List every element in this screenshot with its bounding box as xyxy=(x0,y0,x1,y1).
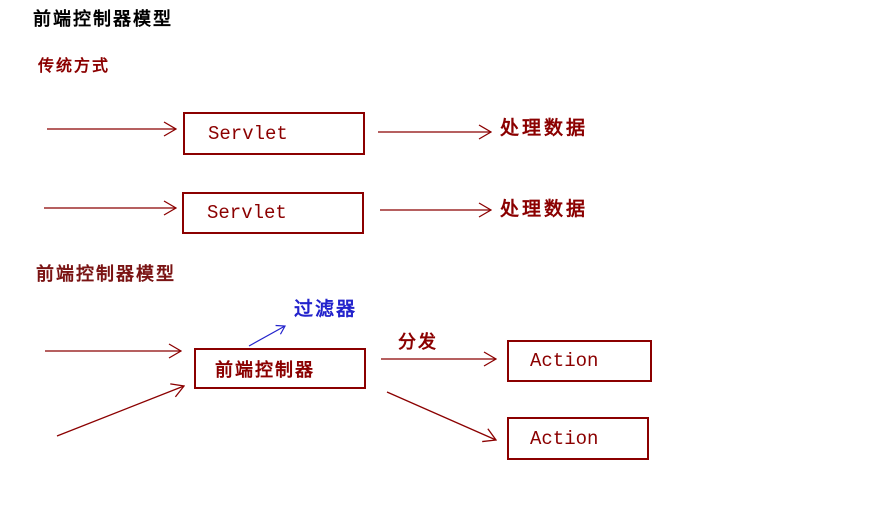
process-data-label-1: 处理数据 xyxy=(500,118,589,139)
servlet-box-2: Servlet xyxy=(182,192,364,234)
arrow-diagonal-to-action-2 xyxy=(386,391,496,440)
traditional-heading: 传统方式 xyxy=(38,58,111,75)
front-controller-heading: 前端控制器模型 xyxy=(36,264,176,284)
arrow-to-filter xyxy=(248,326,285,347)
page-title: 前端控制器模型 xyxy=(33,9,173,29)
front-controller-box: 前端控制器 xyxy=(194,348,366,389)
process-data-label-2: 处理数据 xyxy=(500,199,589,220)
arrow-diagonal-into-front-controller xyxy=(56,386,184,437)
dispatch-label: 分发 xyxy=(398,332,438,352)
servlet-box-1: Servlet xyxy=(183,112,365,155)
action-box-2: Action xyxy=(507,417,649,460)
action-box-1: Action xyxy=(507,340,652,382)
filter-label: 过滤器 xyxy=(294,299,358,320)
